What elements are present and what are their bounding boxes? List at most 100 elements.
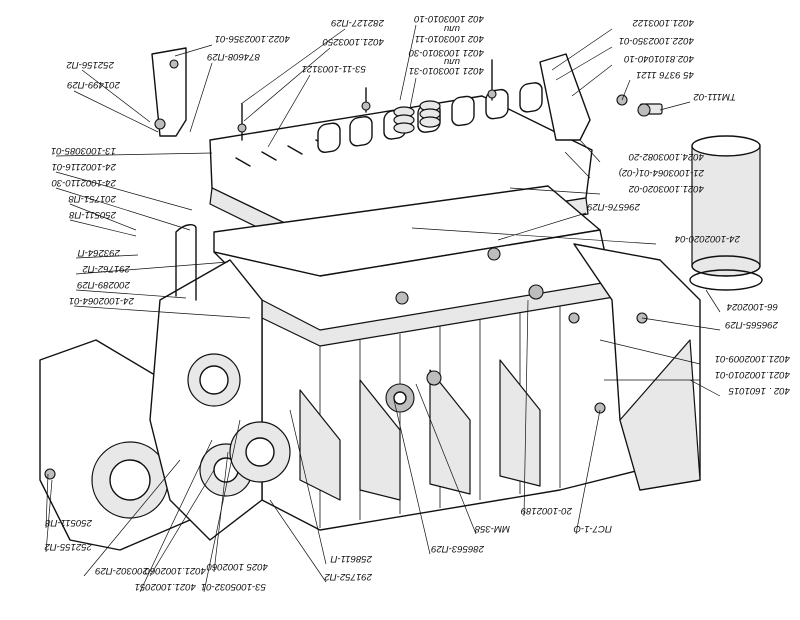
- leader-line: [551, 28, 613, 71]
- part-number-label: 66-1002024: [727, 301, 778, 312]
- part-number-label: 4022.1002356-01: [215, 33, 290, 44]
- part-number-label: 4021.1003250: [322, 36, 384, 47]
- part-number-label: 53-11-1003121: [302, 63, 366, 74]
- part-number-label: 13-1003085-01: [51, 145, 116, 156]
- leader-line: [393, 399, 431, 555]
- leader-line: [571, 64, 613, 97]
- part-number-label: 402.8101040-10: [623, 53, 694, 64]
- leader-line: [139, 439, 213, 593]
- part-number-label: 4021.1002010-01: [715, 369, 790, 380]
- part-number-label: 874608-П29: [207, 51, 260, 62]
- leader-line: [621, 79, 631, 101]
- oil-tube: [175, 224, 197, 301]
- leader-line: [81, 69, 151, 123]
- part-number-label: 53-1005032-01: [201, 581, 266, 592]
- leader-line: [174, 44, 213, 57]
- leader-line: [497, 212, 587, 241]
- leader-line: [73, 90, 159, 133]
- part-number-label: 291762-П2: [82, 263, 131, 274]
- part-number-label: 200302-П29: [95, 565, 149, 576]
- bracket-bolt: [154, 118, 166, 130]
- leader-line: [75, 289, 187, 299]
- leader-line: [267, 74, 311, 148]
- leader-line: [411, 227, 657, 245]
- temperature-sensor: [637, 103, 663, 117]
- part-number-label: 402 . 1601015: [728, 385, 790, 396]
- gear-pulley: [199, 421, 291, 497]
- part-number-label: 21-1003064-01(-02): [619, 167, 705, 178]
- part-number-label: 296565-П29: [725, 319, 779, 330]
- leader-line: [203, 419, 241, 593]
- leader-line: [289, 409, 327, 565]
- part-number-label: 20-1002189: [520, 505, 573, 516]
- part-number-label: 4021.1003122: [632, 17, 694, 28]
- leader-line: [415, 383, 477, 535]
- leader-line: [83, 459, 181, 577]
- leader-line: [55, 187, 191, 231]
- part-number-label: 24-1002110-30: [51, 177, 117, 188]
- leader-line: [45, 473, 49, 529]
- part-number-label: 250511-П8: [69, 209, 117, 220]
- part-number-label: ММ-358: [474, 523, 510, 534]
- part-number-label: 252156-П2: [66, 59, 115, 70]
- part-number-label: 4021.1002051: [135, 581, 196, 592]
- part-number-label: 4021.1002009-01: [715, 353, 790, 364]
- part-number-label: 201751-П8: [68, 193, 117, 204]
- leader-line: [659, 101, 691, 111]
- leader-line: [149, 469, 215, 577]
- leader-line: [641, 317, 721, 331]
- leader-line: [523, 299, 529, 517]
- part-number-label: 402 1003010-10: [413, 13, 484, 24]
- part-number-label: 4022.1002350-01: [619, 35, 694, 46]
- part-number-label: 252155-П2: [44, 541, 93, 552]
- leader-line: [579, 139, 601, 163]
- rear-bracket: [539, 53, 591, 141]
- leader-line: [575, 409, 601, 535]
- leader-line: [189, 62, 213, 133]
- flywheel-housing: [573, 243, 701, 491]
- leader-line: [45, 479, 53, 553]
- leader-line: [75, 261, 229, 275]
- leader-line: [69, 203, 137, 231]
- leader-line: [55, 171, 193, 211]
- leader-line: [555, 46, 613, 81]
- liner-seal-ring: [689, 269, 763, 291]
- leader-line: [75, 254, 139, 259]
- part-number-label: 4021.1003020-02: [628, 183, 704, 194]
- part-number-label: 250511-П8: [45, 517, 93, 528]
- part-number-label: 201499-П29: [67, 79, 121, 90]
- part-number-label: 4024.1003082-20: [628, 151, 704, 162]
- cylinder-liner: [691, 135, 761, 277]
- leader-line: [409, 77, 417, 109]
- part-number-label: 4021 1003010-30: [408, 47, 484, 58]
- part-number-label: 293264-П: [78, 247, 121, 258]
- leader-line: [564, 151, 591, 179]
- callout-labels: 282127-П29 4021.1003250 4022.1002356-01 874…: [44, 13, 790, 593]
- part-number-label: 4025 1002060: [206, 561, 268, 572]
- part-number-label: 286563-П29: [431, 543, 485, 554]
- part-number-label: 4021.1002060: [144, 565, 206, 576]
- part-number-label: или: [443, 56, 460, 67]
- part-number-label: ТМ111-02: [693, 91, 736, 102]
- leader-line: [599, 339, 701, 365]
- part-number-label: 296576-П29: [587, 201, 641, 212]
- head-studs: [237, 59, 497, 141]
- part-number-label: 24-1002116-01: [52, 161, 117, 172]
- leader-line: [69, 219, 137, 237]
- leader-line: [243, 47, 331, 122]
- leader-line: [705, 289, 721, 313]
- part-number-label: ПС7-1-О: [573, 523, 612, 534]
- part-number-label: или: [443, 23, 460, 34]
- part-number-label: 402 1003010-11: [415, 33, 484, 44]
- part-number-label: 4021 1003010-31: [409, 65, 484, 76]
- leader-line: [55, 152, 213, 157]
- leader-line: [689, 379, 721, 397]
- part-number-label: 258611-П: [331, 553, 373, 564]
- part-number-label: 282127-П29: [331, 17, 385, 28]
- valve-springs: [393, 100, 441, 134]
- part-number-label: 45 9376 1121: [636, 69, 694, 80]
- part-number-label: 291752-П2: [324, 571, 373, 582]
- leader-line: [399, 24, 417, 101]
- leader-line: [509, 187, 601, 195]
